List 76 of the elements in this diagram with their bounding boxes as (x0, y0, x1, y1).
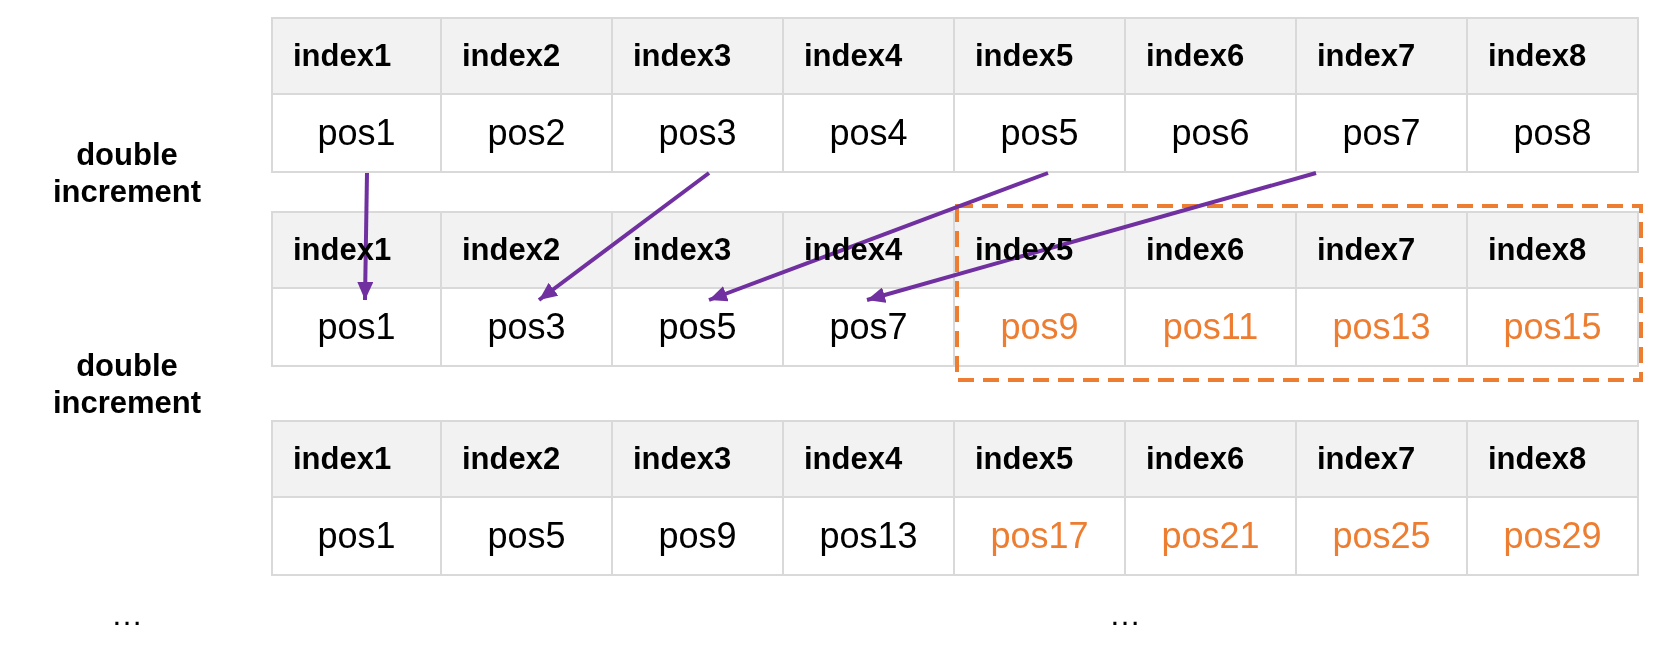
table-cell (442, 498, 613, 576)
table-cell (1297, 95, 1468, 173)
position-label: pos5 (487, 514, 566, 558)
table-cell (1126, 95, 1297, 173)
position-label: pos8 (1513, 111, 1592, 155)
index-label: index8 (1488, 439, 1587, 478)
position-label: pos1 (317, 514, 396, 558)
ellipsis-text: … (110, 596, 144, 632)
position-label: pos15 (1503, 305, 1602, 349)
position-label: pos17 (990, 514, 1089, 558)
position-label: pos1 (317, 305, 396, 349)
position-label: pos3 (658, 111, 737, 155)
table-cell (271, 95, 442, 173)
index-label: index6 (1146, 439, 1245, 478)
position-label: pos29 (1503, 514, 1602, 558)
table-cell (955, 498, 1126, 576)
position-label: pos13 (819, 514, 918, 558)
arrow (866, 171, 1317, 303)
position-label: pos11 (1162, 305, 1259, 349)
table-cell (1126, 498, 1297, 576)
position-label: pos3 (487, 305, 566, 349)
index-label: index1 (293, 36, 392, 75)
table-cell (784, 95, 955, 173)
index-label: index8 (1488, 230, 1587, 269)
position-label: pos4 (829, 111, 908, 155)
position-label: pos13 (1332, 305, 1431, 349)
arrow (357, 172, 374, 301)
table-cell (442, 289, 613, 367)
index-label: index1 (293, 439, 392, 478)
arrow (708, 171, 1049, 302)
index-label: index6 (1146, 36, 1245, 75)
index-label: index7 (1317, 36, 1416, 75)
table-cell (784, 498, 955, 576)
annotation-label: double increment (51, 136, 203, 210)
table-cell (1468, 498, 1639, 576)
index-label: index4 (804, 439, 903, 478)
index-label: index7 (1317, 439, 1416, 478)
table-cell (784, 289, 955, 367)
index-label: index7 (1317, 230, 1416, 269)
position-label: pos9 (658, 514, 737, 558)
table-cell (613, 95, 784, 173)
index-label: index6 (1146, 230, 1245, 269)
position-label: pos7 (1342, 111, 1421, 155)
table-cell (955, 95, 1126, 173)
index-label: index2 (462, 36, 561, 75)
table-cell (613, 289, 784, 367)
position-label: pos1 (317, 111, 396, 155)
ellipsis-text: … (1108, 596, 1142, 632)
index-label: index4 (804, 36, 903, 75)
index-label: index3 (633, 36, 732, 75)
table-cell (442, 95, 613, 173)
index-label: index5 (975, 439, 1074, 478)
position-label: pos5 (658, 305, 737, 349)
table-cell (1468, 289, 1639, 367)
position-label: pos21 (1161, 514, 1260, 558)
table-cell (271, 289, 442, 367)
position-label: pos9 (1000, 305, 1079, 349)
position-label: pos7 (829, 305, 908, 349)
position-label: pos25 (1332, 514, 1431, 558)
table-cell (1297, 289, 1468, 367)
index-label: index2 (462, 439, 561, 478)
table-cell (1297, 498, 1468, 576)
table-cell (271, 498, 442, 576)
table-cell (1468, 95, 1639, 173)
position-label: pos2 (487, 111, 566, 155)
arrow (537, 171, 711, 302)
index-label: index5 (975, 36, 1074, 75)
index-label: index8 (1488, 36, 1587, 75)
annotation-label: double increment (51, 347, 203, 421)
index-label: index2 (462, 230, 561, 269)
index-label: index3 (633, 230, 732, 269)
position-label: pos5 (1000, 111, 1079, 155)
table-cell (613, 498, 784, 576)
table-cell (1126, 289, 1297, 367)
index-label: index3 (633, 439, 732, 478)
position-label: pos6 (1171, 111, 1250, 155)
